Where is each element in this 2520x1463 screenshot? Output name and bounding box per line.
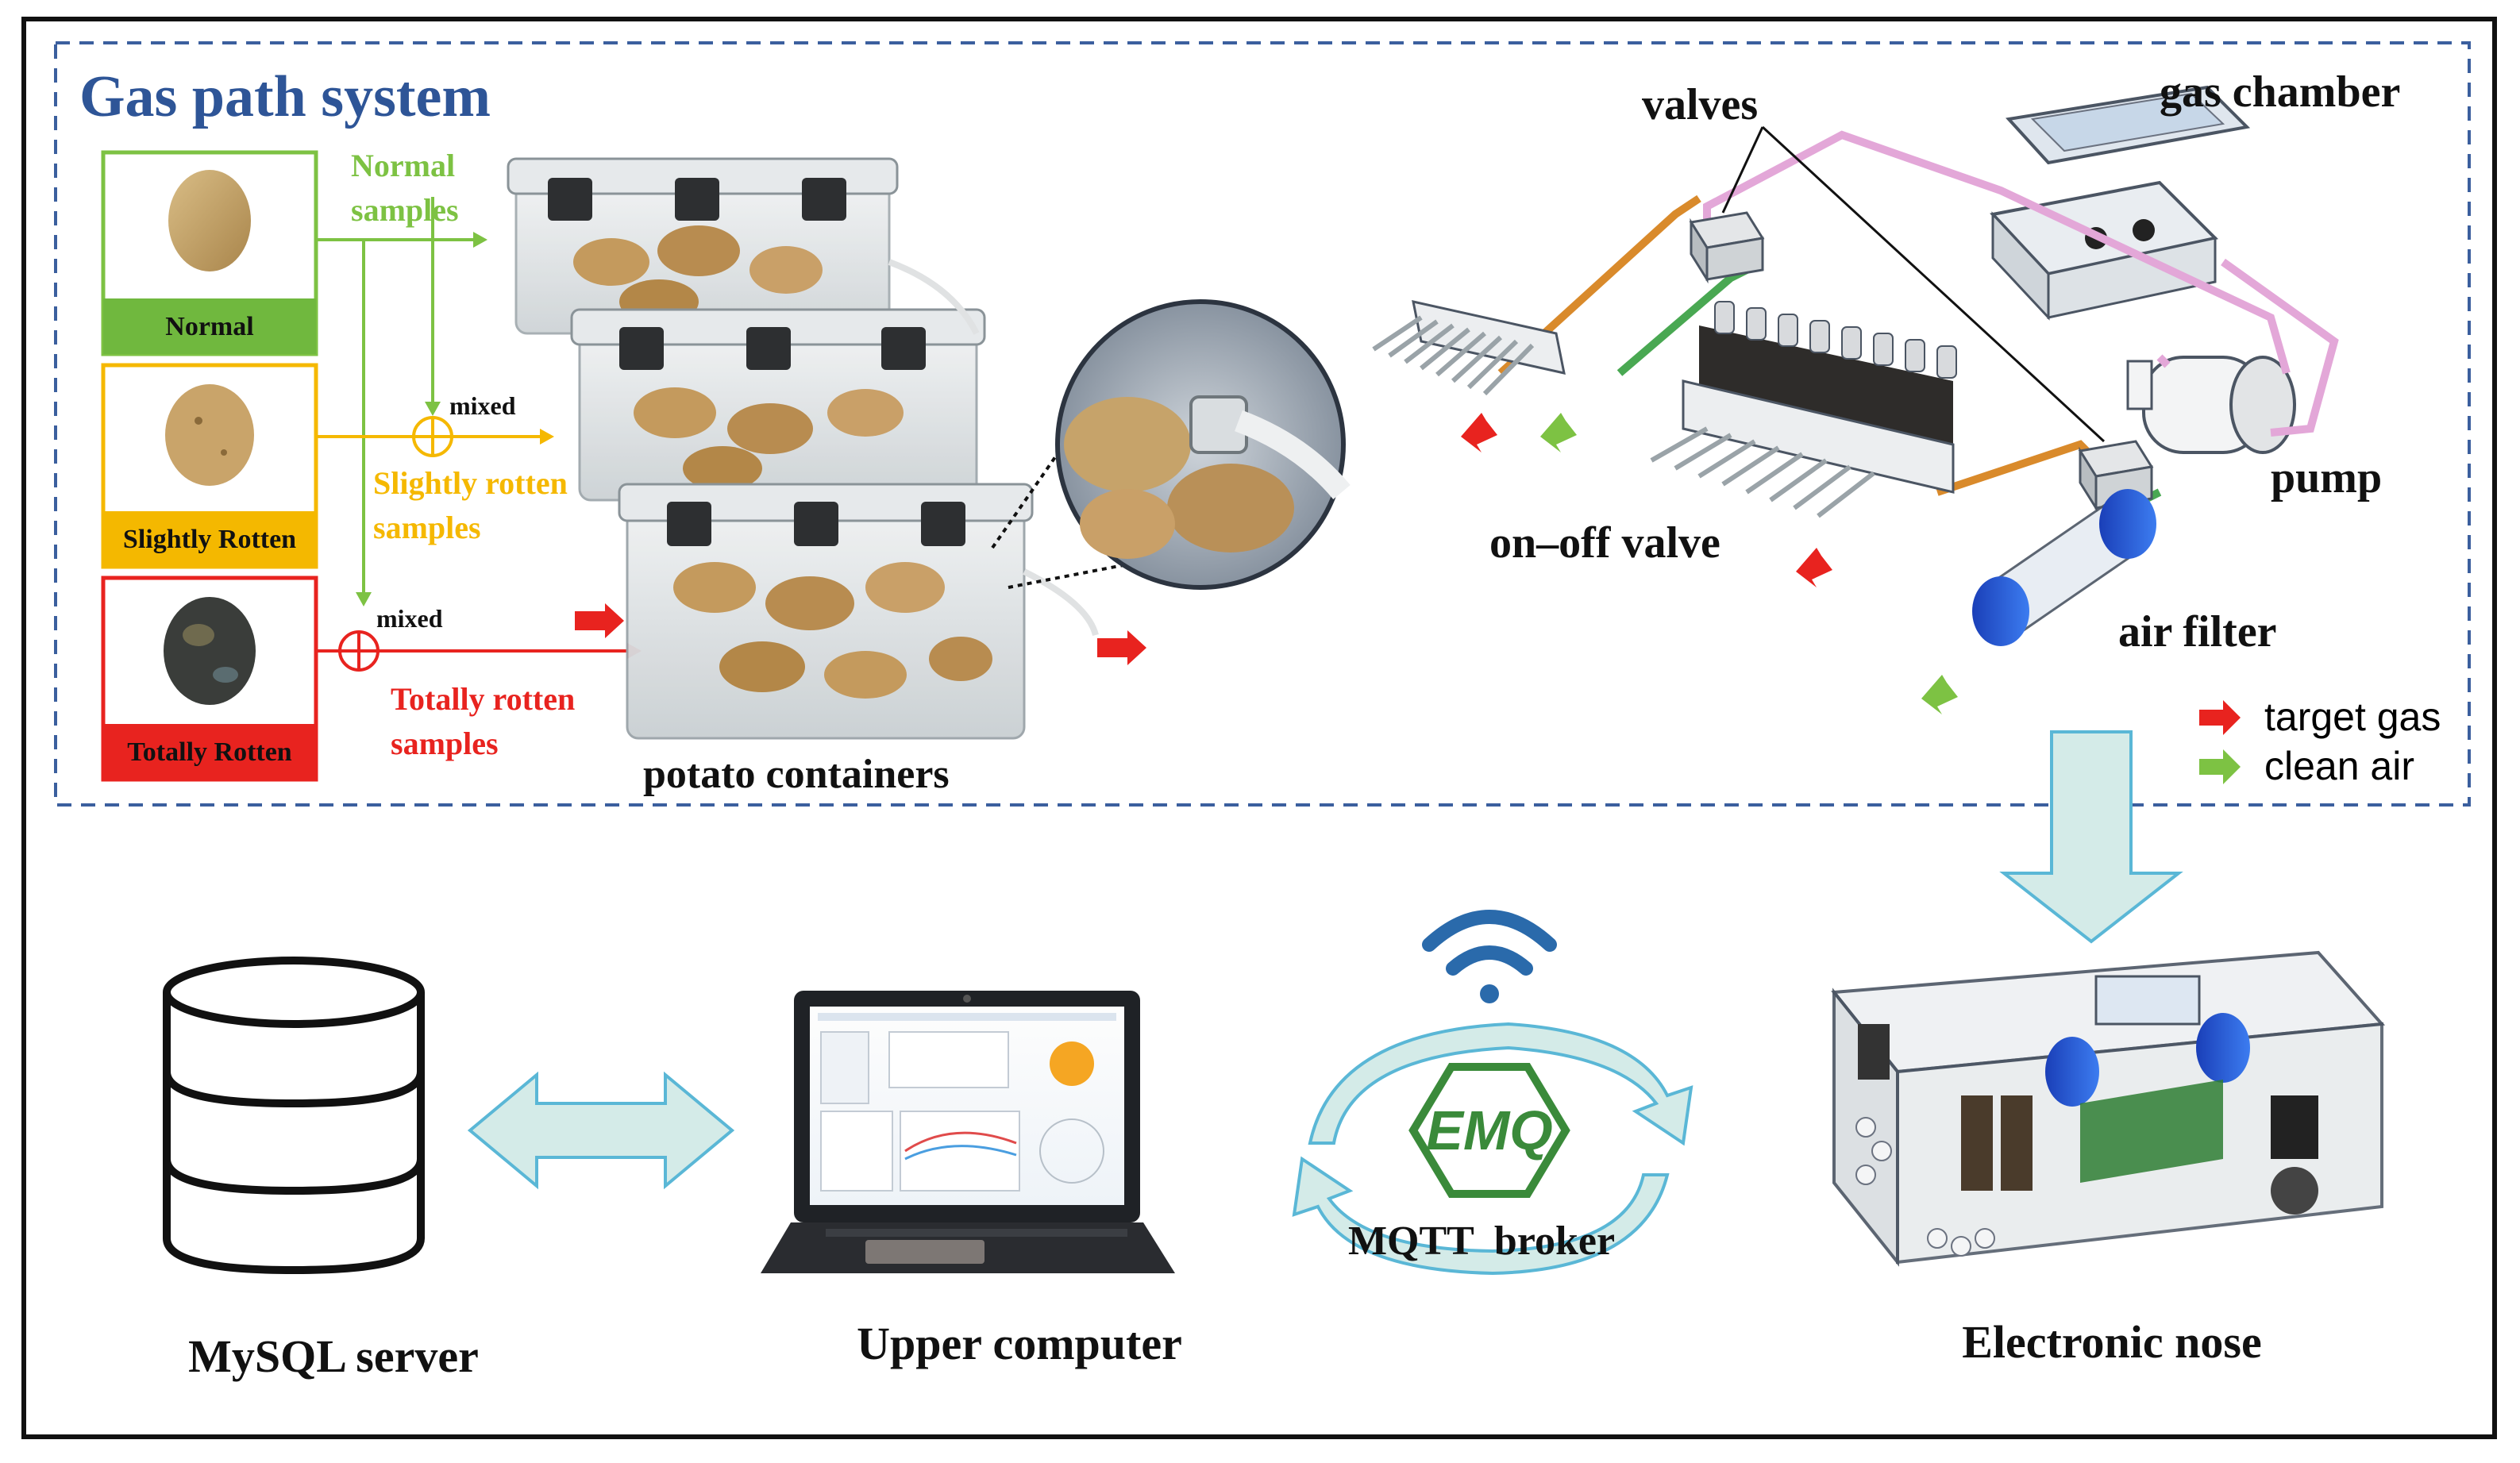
slight-samples-label-1: Slightly rotten — [373, 465, 568, 501]
orange-tube-2 — [1936, 440, 2099, 496]
orange-tube-1 — [1497, 194, 1701, 376]
down-flow-arrow — [1999, 730, 2183, 944]
air-filter-icon — [1972, 489, 2156, 646]
upper-computer-label: Upper computer — [857, 1318, 1182, 1369]
pink-tube — [1703, 130, 2291, 375]
target-gas-arrow-1 — [575, 603, 624, 638]
normal-samples-label-1: Normal — [351, 148, 455, 183]
normal-flow — [316, 197, 473, 603]
mixer-total-icon — [338, 630, 380, 672]
emq-logo-text: EMQ — [1426, 1099, 1552, 1161]
connector-zoom — [991, 299, 1351, 590]
sample-label-total: Totally Rotten — [127, 737, 292, 767]
database-icon — [163, 957, 425, 1275]
sample-label-normal: Normal — [165, 312, 253, 341]
gas-path-region — [54, 41, 2471, 807]
emq-logo-icon — [1408, 1063, 1570, 1198]
outer-border — [21, 17, 2497, 1439]
potato-containers-label: potato containers — [643, 752, 950, 797]
slight-arrowhead — [540, 429, 554, 445]
gas-path-title: Gas path system — [79, 64, 491, 129]
normal-arrowhead — [473, 232, 487, 248]
on-off-valve-label: on–off valve — [1489, 518, 1720, 568]
target-gas-outlet-arrow — [1461, 413, 1497, 452]
legend-target-gas-label: target gas — [2264, 695, 2441, 739]
mixed-label-1: mixed — [449, 391, 516, 420]
total-samples-label-1: Totally rotten — [391, 681, 575, 717]
potato-containers — [507, 157, 1099, 740]
mysql-server-label: MySQL server — [188, 1330, 479, 1382]
clean-air-inlet-arrow — [1921, 675, 1958, 714]
sample-slightly-rotten: Slightly Rotten — [101, 363, 318, 569]
electronic-nose-label: Electronic nose — [1962, 1316, 2261, 1368]
sample-normal: Normal — [101, 150, 318, 356]
target-gas-arrow-2 — [1097, 630, 1146, 665]
pump-label: pump — [2271, 453, 2382, 502]
valves-label: valves — [1642, 80, 1758, 129]
legend-clean-air-label: clean air — [2264, 744, 2414, 788]
potato-slight-icon — [165, 384, 254, 486]
sample-label-slight: Slightly Rotten — [123, 525, 296, 554]
legend: target gas clean air — [2199, 695, 2441, 788]
pump-icon — [2126, 356, 2296, 454]
mqtt-broker-label: MQTT broker — [1348, 1219, 1615, 1264]
total-samples-label-2: samples — [391, 726, 499, 761]
laptop-icon — [761, 991, 1175, 1273]
normal-down-arrowhead — [425, 402, 441, 416]
valves-pointer — [1721, 125, 2106, 443]
container-middle — [570, 308, 986, 502]
clean-air-outlet-arrow — [1540, 413, 1577, 452]
legend-clean-air-swatch — [2199, 749, 2241, 784]
mixer-slight-icon — [412, 416, 453, 457]
wifi-icon — [1422, 910, 1557, 1003]
normal-samples-label-2: samples — [351, 192, 459, 228]
inlet-manifold-icon — [1372, 300, 1566, 396]
air-filter-label: air filter — [2118, 607, 2277, 656]
sample-totally-rotten: Totally Rotten — [101, 576, 318, 782]
mixed-label-2: mixed — [376, 604, 443, 633]
potato-normal-icon — [168, 170, 251, 271]
normal-down-arrowhead-2 — [356, 592, 372, 606]
container-top — [507, 157, 899, 335]
electronic-nose-icon — [1831, 950, 2386, 1267]
slight-samples-label-2: samples — [373, 510, 481, 545]
gas-chamber-label: gas chamber — [2160, 67, 2400, 117]
gas-chamber-icon — [1990, 85, 2251, 321]
bidirectional-arrow — [467, 1071, 735, 1190]
container-bottom — [618, 483, 1034, 740]
legend-target-gas-swatch — [2199, 700, 2241, 735]
potato-rotten-icon — [164, 597, 256, 705]
on-off-valve-bank-icon — [1650, 301, 1957, 518]
valve-left-icon — [1689, 211, 1765, 284]
broker-cycle-arrows — [1292, 1022, 1693, 1276]
target-gas-inlet-arrow — [1796, 548, 1832, 587]
